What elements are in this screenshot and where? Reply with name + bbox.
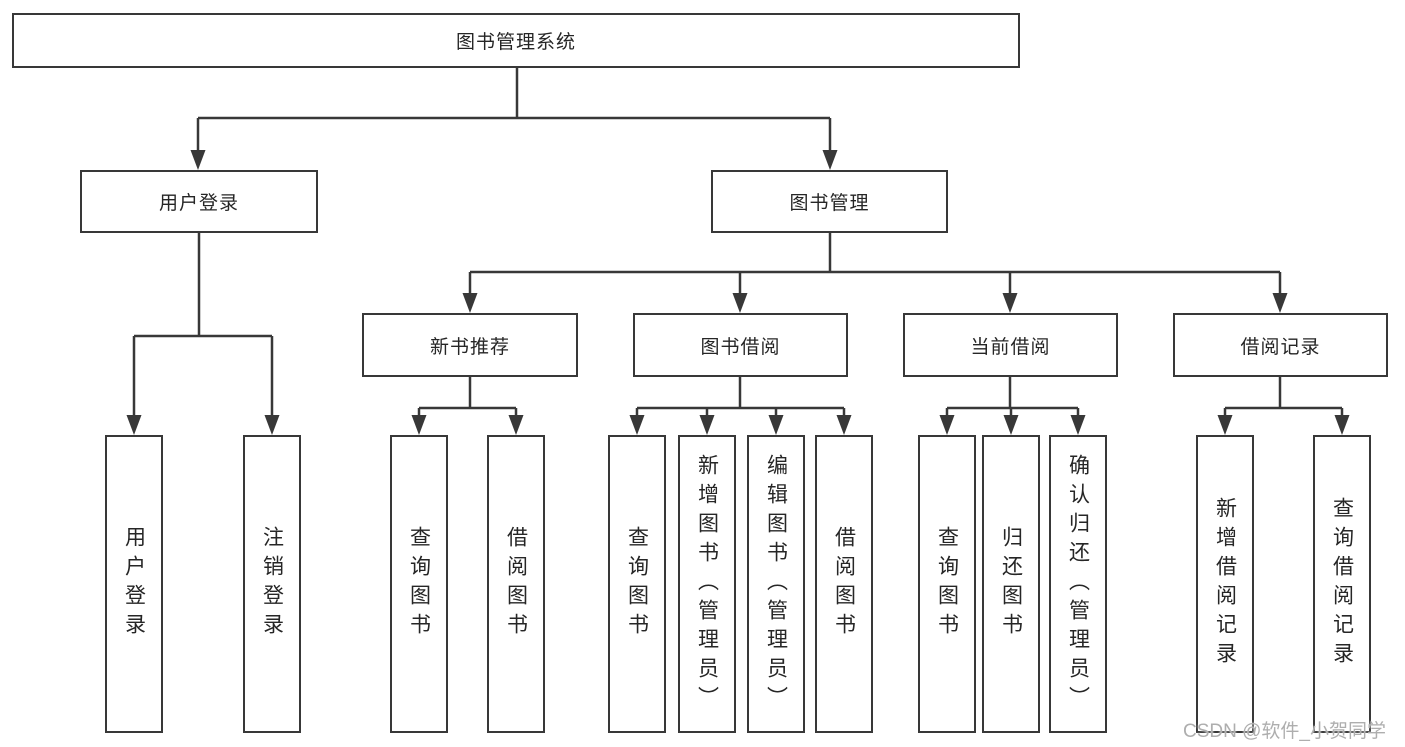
node-leaf-query-books-3-label: 查询图书 [935,526,959,642]
connector-newbook-to-leaves [411,377,524,435]
connector-root-to-branches [190,68,838,170]
node-borrow-record-label: 借阅记录 [1240,336,1321,358]
node-leaf-user-login: 用户登录 [105,435,163,733]
node-root-label: 图书管理系统 [455,32,576,53]
watermark: CSDN @软件_小贺同学 [1183,721,1386,742]
node-new-book-recommend-label: 新书推荐 [429,336,510,358]
node-leaf-add-books-admin: 新增图书（管理员） [678,435,736,733]
node-leaf-confirm-return-admin-label: 确认归还（管理员） [1066,453,1090,715]
node-leaf-borrow-books-1-label: 借阅图书 [504,526,528,642]
node-new-book-recommend: 新书推荐 [362,313,578,377]
node-book-borrow: 图书借阅 [633,313,848,377]
node-book-management-branch: 图书管理 [711,170,948,233]
node-leaf-add-books-admin-label: 新增图书（管理员） [695,453,719,715]
node-leaf-borrow-books-2: 借阅图书 [815,435,873,733]
node-leaf-query-borrow-record: 查询借阅记录 [1313,435,1371,733]
node-leaf-borrow-books-2-label: 借阅图书 [832,526,856,642]
node-leaf-query-books-1: 查询图书 [390,435,448,733]
node-user-login-branch-label: 用户登录 [158,193,239,214]
node-leaf-query-books-3: 查询图书 [918,435,976,733]
connector-login-to-leaves [126,233,280,435]
connector-current-to-leaves [939,377,1086,435]
node-current-borrow-label: 当前借阅 [970,336,1051,358]
node-borrow-record: 借阅记录 [1173,313,1388,377]
connector-borrow-to-leaves [629,377,852,435]
node-leaf-edit-books-admin: 编辑图书（管理员） [747,435,805,733]
node-user-login-branch: 用户登录 [80,170,318,233]
node-leaf-edit-books-admin-label: 编辑图书（管理员） [764,453,788,715]
node-leaf-return-books-label: 归还图书 [999,526,1023,642]
node-leaf-return-books: 归还图书 [982,435,1040,733]
node-book-borrow-label: 图书借阅 [700,336,781,358]
node-leaf-query-books-2: 查询图书 [608,435,666,733]
node-leaf-query-borrow-record-label: 查询借阅记录 [1330,497,1354,671]
node-leaf-logout: 注销登录 [243,435,301,733]
connector-record-to-leaves [1217,377,1350,435]
node-leaf-confirm-return-admin: 确认归还（管理员） [1049,435,1107,733]
node-leaf-borrow-books-1: 借阅图书 [487,435,545,733]
node-current-borrow: 当前借阅 [903,313,1118,377]
node-leaf-logout-label: 注销登录 [260,526,284,642]
node-leaf-query-books-2-label: 查询图书 [625,526,649,642]
node-leaf-add-borrow-record: 新增借阅记录 [1196,435,1254,733]
node-leaf-add-borrow-record-label: 新增借阅记录 [1213,497,1237,671]
node-root: 图书管理系统 [12,13,1020,68]
node-leaf-query-books-1-label: 查询图书 [407,526,431,642]
node-leaf-user-login-label: 用户登录 [122,526,146,642]
connector-mgmt-to-sections [462,233,1288,313]
node-book-management-branch-label: 图书管理 [789,193,870,214]
